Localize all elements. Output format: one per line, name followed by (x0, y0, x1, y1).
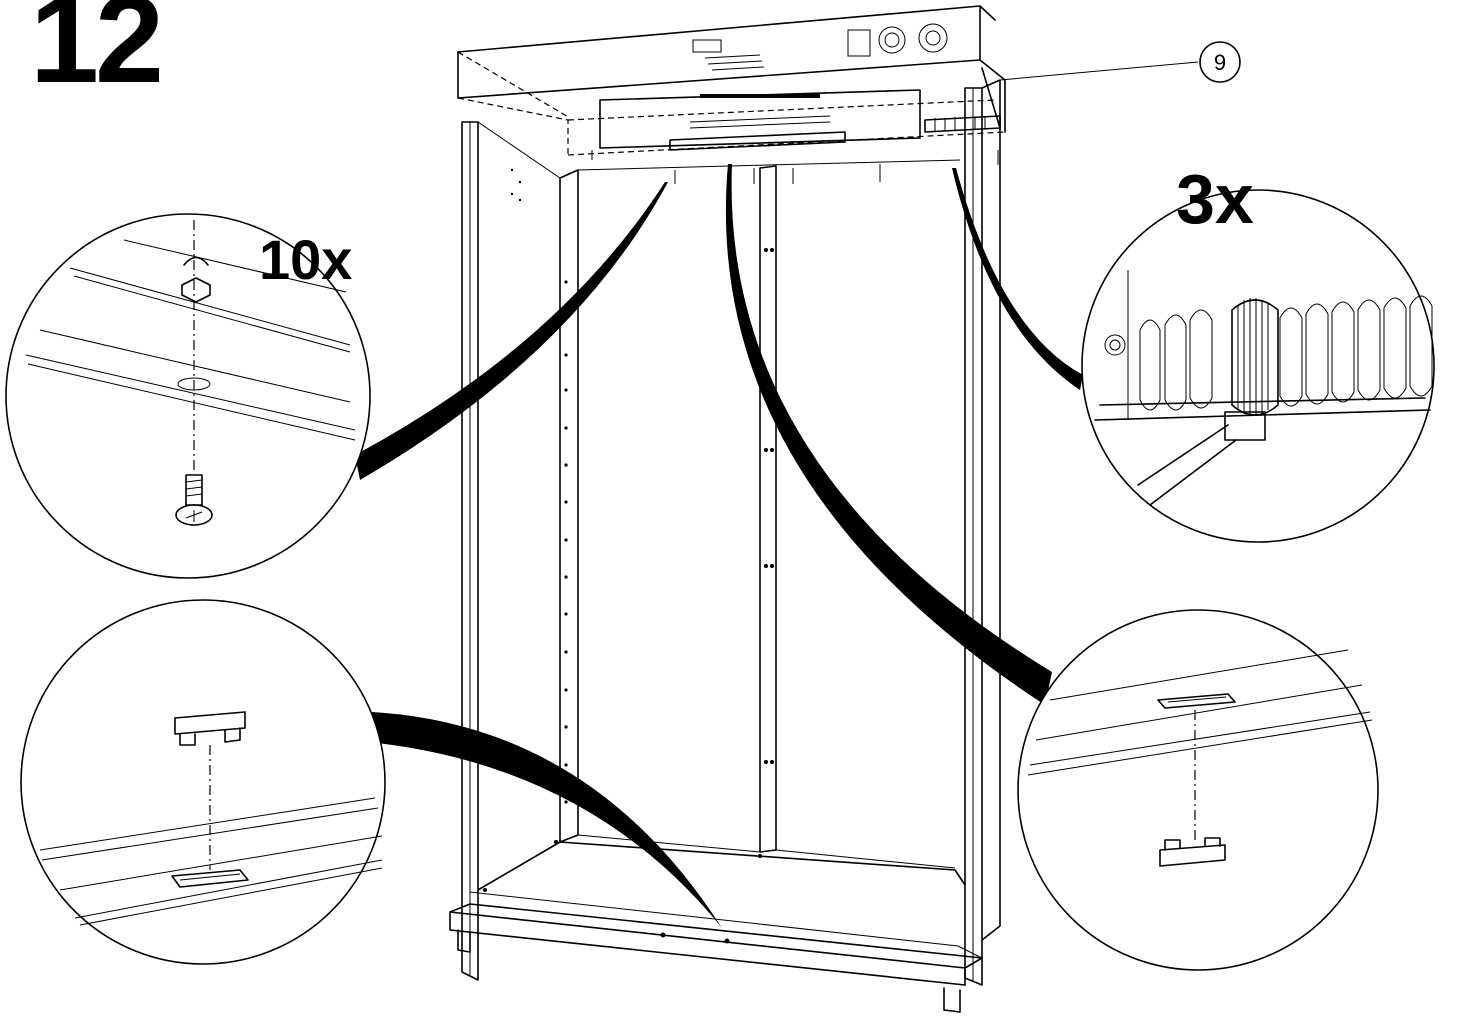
top-control-unit (457, 5, 1006, 184)
detail-plug-right (1017, 609, 1379, 971)
cabinet-frame (449, 79, 1001, 1013)
detail-cable-tie (1081, 189, 1435, 543)
step-number: 12 (30, 0, 164, 109)
detail-leaders (355, 164, 1083, 928)
callout-9-label: 9 (1214, 50, 1226, 75)
detail-plug-left (20, 599, 386, 965)
detail-screw (5, 213, 371, 579)
callout-9 (999, 41, 1241, 83)
screw-quantity-label: 10x (259, 228, 353, 291)
cable-tie-quantity-label: 3x (1176, 160, 1254, 238)
